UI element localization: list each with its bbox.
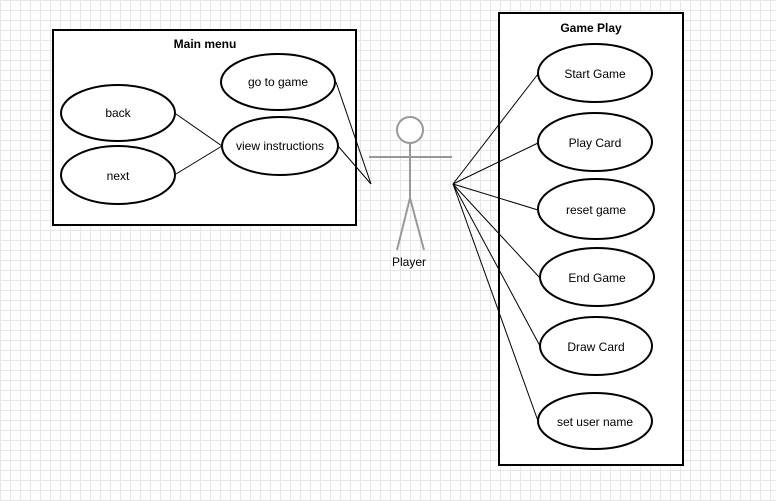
use-case-view-instructions[interactable]: view instructions [221, 116, 339, 176]
use-case-back-shape [60, 84, 176, 142]
edge-player-to-go-to-game [335, 81, 372, 185]
use-case-set-user-name-shape [537, 392, 653, 450]
use-case-go-to-game-shape [220, 53, 336, 111]
use-case-next-shape [60, 145, 176, 205]
use-case-reset-game[interactable]: reset game [537, 178, 655, 240]
use-case-end-game-shape [539, 247, 655, 307]
player-actor[interactable]: Player [369, 116, 452, 269]
use-case-reset-game-label: reset game [566, 203, 626, 217]
use-case-draw-card-shape [539, 316, 653, 376]
edge-player-to-reset-game [452, 183, 539, 211]
edge-player-to-draw-card [452, 183, 541, 347]
use-case-end-game-label: End Game [568, 271, 626, 285]
edge-player-to-end-game [452, 183, 541, 279]
edge-back-to-view-instructions [175, 113, 223, 147]
use-case-start-game-shape [537, 43, 653, 103]
game-play-boundary: Game Play [498, 12, 684, 466]
use-case-end-game[interactable]: End Game [539, 247, 655, 307]
edge-player-to-set-user-name [452, 183, 539, 422]
actor-left-leg [396, 197, 411, 251]
use-case-view-instructions-label: view instructions [236, 139, 324, 153]
main-menu-title: Main menu [174, 37, 237, 51]
edge-player-to-play-card [452, 142, 539, 185]
use-case-view-instructions-shape [221, 116, 339, 176]
edge-player-to-view-instructions [337, 145, 372, 185]
use-case-play-card[interactable]: Play Card [537, 112, 653, 172]
actor-main-menu-connectors [335, 81, 372, 185]
use-case-go-to-game-label: go to game [248, 75, 308, 89]
use-case-next[interactable]: next [60, 145, 176, 205]
actor-head [396, 116, 424, 144]
use-case-draw-card-label: Draw Card [567, 340, 624, 354]
use-case-go-to-game[interactable]: go to game [220, 53, 336, 111]
use-case-back[interactable]: back [60, 84, 176, 142]
use-case-set-user-name-label: set user name [557, 415, 633, 429]
use-case-reset-game-shape [537, 178, 655, 240]
use-case-back-label: back [105, 106, 131, 120]
use-case-play-card-label: Play Card [569, 136, 622, 150]
use-case-start-game[interactable]: Start Game [537, 43, 653, 103]
actor-game-play-connectors [452, 73, 541, 422]
use-case-play-card-shape [537, 112, 653, 172]
use-case-next-label: next [107, 169, 130, 183]
edge-next-to-view-instructions [175, 145, 223, 175]
use-case-set-user-name[interactable]: set user name [537, 392, 653, 450]
edge-player-to-start-game [452, 73, 539, 185]
actor-right-leg [409, 197, 425, 251]
game-play-title: Game Play [560, 21, 622, 35]
use-case-start-game-label: Start Game [564, 67, 626, 81]
actor-label: Player [392, 255, 426, 269]
main-menu-connectors [175, 113, 223, 175]
use-case-draw-card[interactable]: Draw Card [539, 316, 653, 376]
